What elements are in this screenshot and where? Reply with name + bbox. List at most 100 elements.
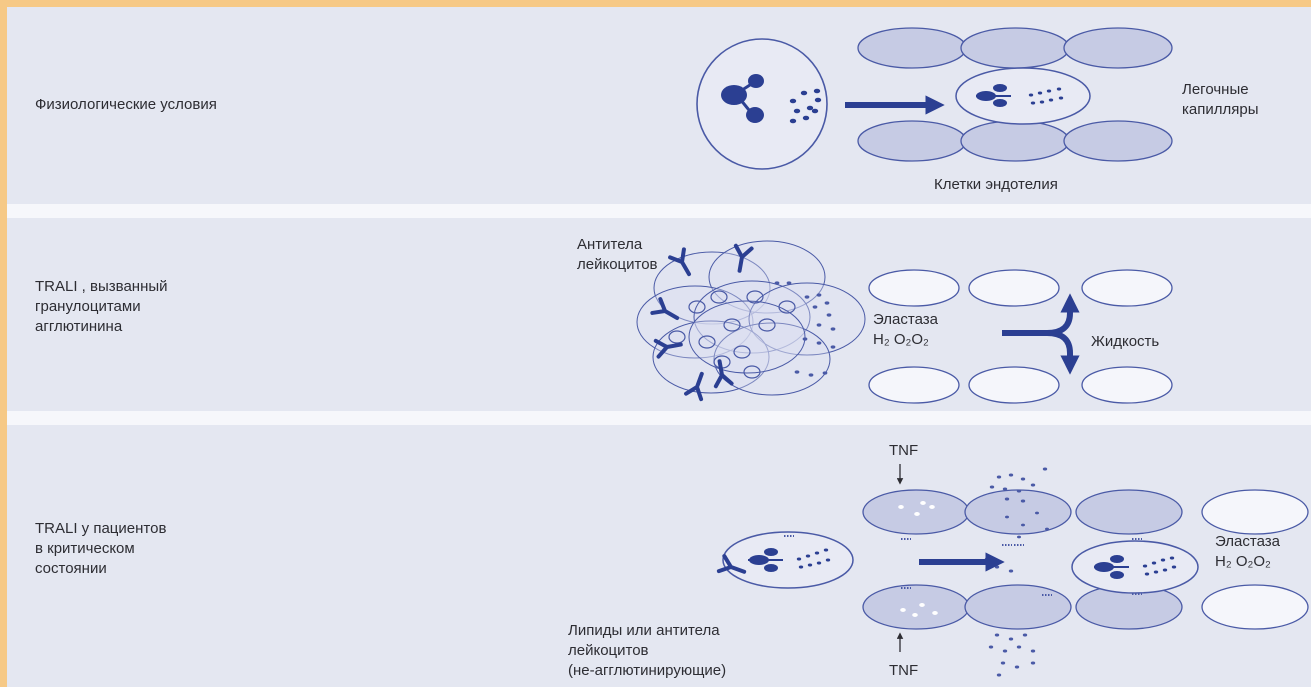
endothelial-cell-icon: [857, 120, 967, 162]
granule-dot: [1014, 665, 1020, 669]
granule-dot: [1008, 569, 1014, 573]
nucleus-lobe: [993, 99, 1007, 107]
granule-dot: [1056, 87, 1062, 91]
granule-dot: [1048, 98, 1054, 102]
lipids-label-line: Липиды или антитела: [568, 622, 720, 639]
nucleus-lobe: [764, 564, 778, 572]
granule-dot: [807, 563, 813, 567]
elastase-label-row2: Эластаза H₂ O₂O₂: [873, 310, 938, 350]
antibody-icon: [650, 297, 680, 320]
diagram-artwork: [636, 27, 1309, 677]
granule-dot: [1058, 96, 1064, 100]
endothelial-cell-icon: [968, 366, 1060, 404]
nucleus-lobe: [743, 365, 761, 379]
row-separator: [7, 411, 1311, 425]
nucleus-lobe: [688, 300, 706, 314]
granule-dot: [1169, 556, 1175, 560]
endothelial-cell-icon: [1075, 489, 1183, 535]
formula-text: H₂ O₂O₂: [873, 331, 929, 348]
nucleus-lobe: [698, 335, 716, 349]
granule-dot: [786, 281, 792, 285]
granule-dot: [898, 505, 904, 509]
granule-dot: [813, 88, 821, 94]
leukocyte-icon: [708, 240, 826, 314]
row-3-title-line: состоянии: [35, 560, 107, 577]
granule-dot: [900, 608, 906, 612]
granule-dot: [796, 557, 802, 561]
granule-dot: [1016, 645, 1022, 649]
nucleus-lobe: [723, 318, 741, 332]
granule-dot: [1017, 535, 1021, 539]
granule-dot: [816, 341, 822, 345]
granule-dot: [830, 327, 836, 331]
antibody-icon: [716, 554, 747, 574]
row-1-title: Физиологические условия: [35, 95, 217, 115]
granule-dot: [994, 565, 1000, 569]
granule-dot: [1008, 473, 1014, 477]
granule-dot: [1046, 89, 1052, 93]
antibody-icon: [684, 371, 704, 402]
endothelial-cell-icon: [868, 269, 960, 307]
nucleus-lobe: [668, 330, 686, 344]
granule-dot: [830, 345, 836, 349]
capillaries-label: Легочные капилляры: [1182, 80, 1259, 120]
nucleus-lobe: [746, 290, 764, 304]
granule-dot: [798, 565, 804, 569]
leukocyte-icon: [693, 280, 811, 354]
nucleus-lobe: [746, 107, 764, 123]
row-2-title-line: агглютинина: [35, 318, 123, 335]
elastase-text: Эластаза: [873, 311, 938, 328]
granule-dot: [920, 501, 926, 505]
leukocyte-icon: [1071, 540, 1199, 594]
nucleus-lobe: [721, 85, 747, 105]
endothelial-cell-icon: [862, 584, 970, 630]
nucleus-lobe: [764, 548, 778, 556]
granule-dot: [1008, 637, 1014, 641]
granule-dot: [1020, 477, 1026, 481]
granule-dot: [793, 108, 801, 114]
leukocyte-icon: [713, 322, 831, 396]
row-1-title-text: Физиологические условия: [35, 96, 217, 113]
row-2-title-line: TRALI , вызванный: [35, 278, 168, 295]
endothelial-cell-icon: [1081, 269, 1173, 307]
granule-dot: [1151, 561, 1157, 565]
nucleus-lobe: [778, 300, 796, 314]
elastase-label-row3: Эластаза H₂ O₂O₂: [1215, 532, 1280, 572]
granule-dot: [1000, 661, 1006, 665]
granule-dot: [814, 97, 822, 103]
endothelial-cell-icon: [964, 584, 1072, 630]
endothelial-cell-icon: [1063, 120, 1173, 162]
capillaries-label-line: капилляры: [1182, 101, 1259, 118]
granule-dot: [1142, 564, 1148, 568]
granule-dot: [816, 293, 822, 297]
antibody-label-line: лейкоцитов: [577, 256, 658, 273]
elastase-text: Эластаза: [1215, 533, 1280, 550]
antibody-icon: [668, 247, 691, 277]
granule-dot: [806, 105, 814, 111]
lipids-label-line: (не-агглютинирующие): [568, 662, 727, 679]
granule-dot: [1021, 523, 1025, 527]
tnf-bottom-text: TNF: [889, 662, 919, 679]
leukocyte-icon: [652, 320, 770, 394]
leukocyte-icon: [955, 67, 1091, 125]
fluid-label: Жидкость: [1091, 332, 1159, 352]
granule-dot: [789, 118, 797, 124]
nucleus-lobe: [993, 84, 1007, 92]
granule-dot: [1028, 93, 1034, 97]
lipids-label: Липиды или антитела лейкоцитов (не-агглю…: [568, 621, 726, 681]
granule-dot: [989, 485, 995, 489]
granule-dot: [1030, 649, 1036, 653]
row-separator: [7, 204, 1311, 218]
nucleus-lobe: [1110, 555, 1124, 563]
endothelial-cells-label: Клетки эндотелия: [934, 175, 1058, 195]
granule-dot: [1030, 483, 1036, 487]
granule-dot: [808, 373, 814, 377]
lipids-label-line: лейкоцитов: [568, 642, 649, 659]
granule-dot: [1162, 568, 1168, 572]
endothelial-cell-icon: [1201, 584, 1309, 630]
antibody-icon: [653, 338, 683, 359]
granule-dot: [932, 611, 938, 615]
granule-dot: [988, 645, 994, 649]
leukocyte-icon: [748, 282, 866, 356]
granule-dot: [914, 512, 920, 516]
